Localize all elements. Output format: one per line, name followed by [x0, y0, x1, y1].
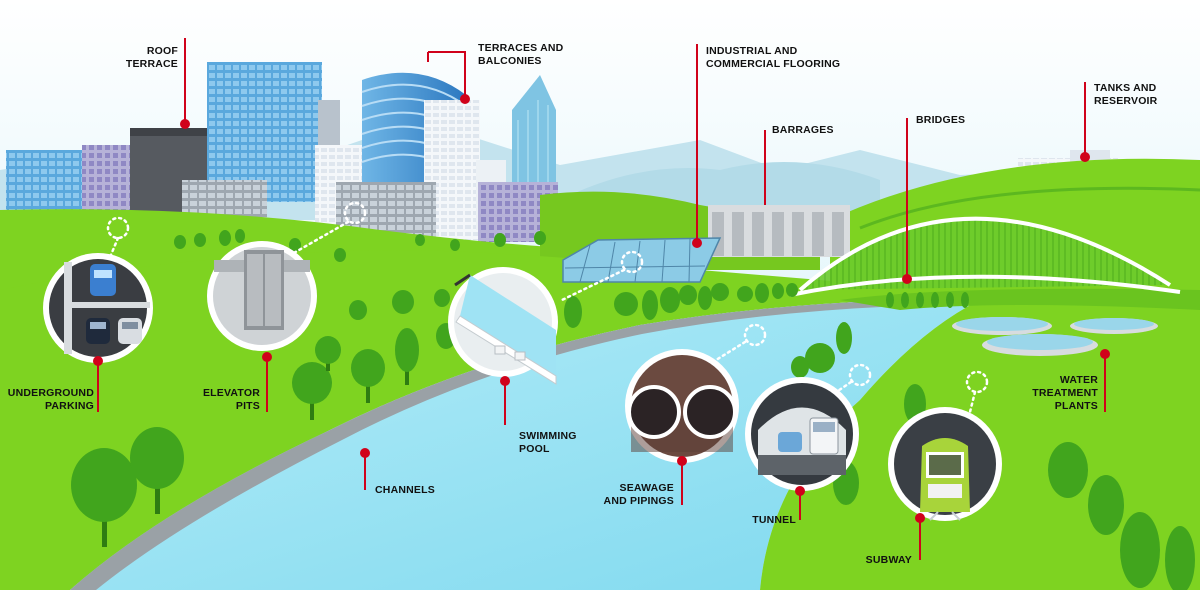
- tunnel-illustration: [745, 377, 859, 491]
- swimming-pool-illustration: [448, 267, 558, 385]
- red-pointers: [93, 38, 1110, 560]
- label-industrial-flooring: INDUSTRIAL AND COMMERCIAL FLOORING: [706, 45, 841, 70]
- label-swimming-pool: SWIMMING POOL: [519, 430, 577, 455]
- label-water-treatment: WATER TREATMENT PLANTS: [1032, 374, 1098, 412]
- label-terraces-balconies: TERRACES AND BALCONIES: [478, 42, 564, 67]
- label-barrages: BARRAGES: [772, 124, 834, 136]
- label-underground-parking: UNDERGROUND PARKING: [7, 387, 94, 412]
- label-seawage-pipings: SEAWAGE AND PIPINGS: [603, 482, 674, 507]
- label-bridges: BRIDGES: [916, 114, 966, 126]
- label-subway: SUBWAY: [865, 554, 912, 566]
- label-elevator-pits: ELEVATOR PITS: [202, 387, 260, 412]
- label-roof-terrace: ROOF TERRACE: [125, 45, 178, 70]
- arch-bridge: [789, 216, 1181, 297]
- dotted-connectors: [106, 201, 989, 422]
- barrage: [708, 205, 850, 257]
- label-tanks-reservoir: TANKS AND RESERVOIR: [1094, 82, 1158, 107]
- water-treatment-tanks: [952, 317, 1158, 356]
- elevator-pits-illustration: [207, 241, 317, 351]
- city-skyline: [6, 62, 1118, 242]
- subway-illustration: [888, 407, 1002, 521]
- label-tunnel: TUNNEL: [752, 514, 796, 526]
- river: [70, 300, 980, 590]
- seawage-pipings-illustration: [625, 349, 739, 463]
- underground-parking-illustration: [43, 253, 153, 363]
- label-channels: CHANNELS: [375, 484, 435, 496]
